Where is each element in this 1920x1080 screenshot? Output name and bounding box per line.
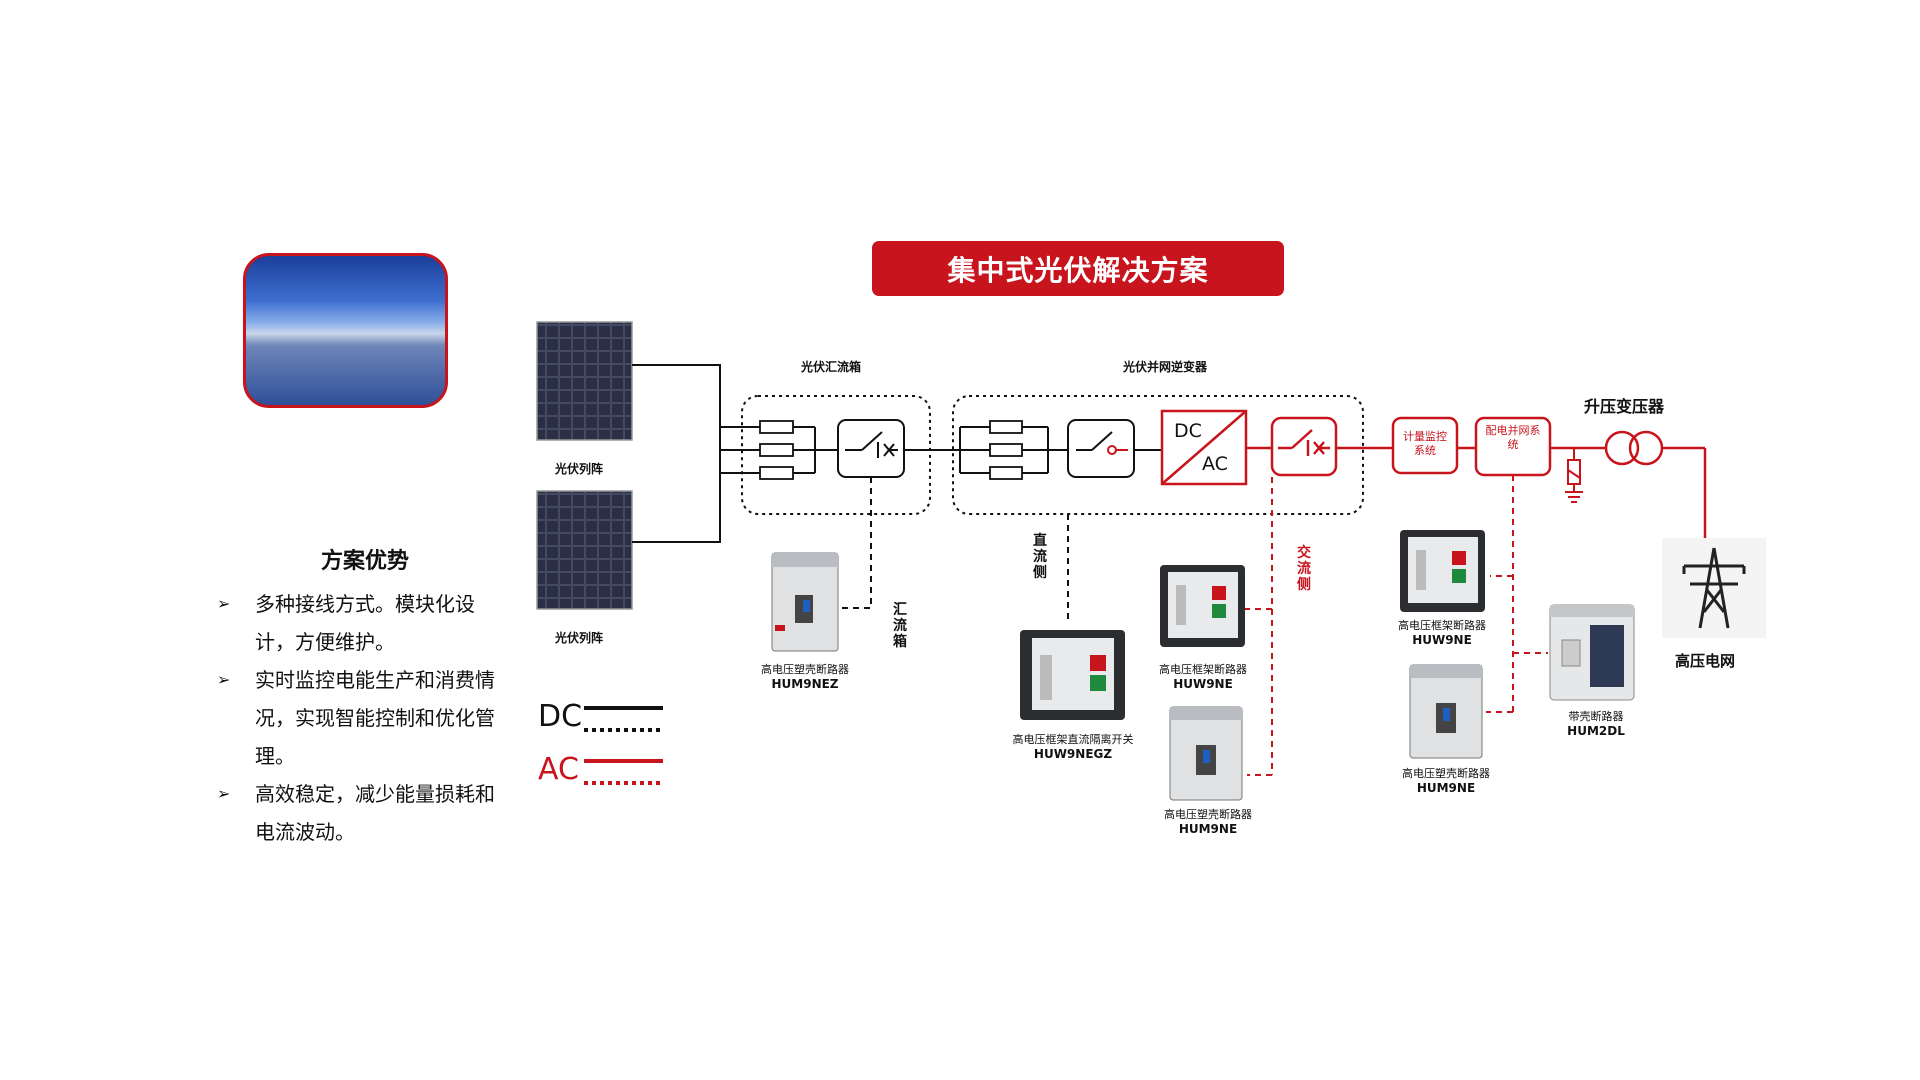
combiner-box-label: 光伏汇流箱: [801, 360, 862, 374]
distribution-label: 配电并网系统: [1485, 424, 1541, 451]
product-name: 高电压塑壳断路器: [1402, 767, 1490, 780]
product-caption: 高电压塑壳断路器 HUM9NEZ: [735, 663, 875, 691]
dc-ac-converter-icon: [1160, 409, 1248, 486]
transformer-label: 升压变压器: [1584, 397, 1665, 416]
arrow-bullet-icon: ➢: [217, 784, 231, 803]
advantage-text: 高效稳定，减少能量损耗和电流波动。: [255, 782, 495, 844]
grid-label: 高压电网: [1675, 652, 1736, 670]
transformer-icon: [1604, 430, 1664, 466]
product-name: 带壳断路器: [1568, 710, 1624, 723]
metering-label: 计量监控系统: [1403, 430, 1447, 457]
inverter-fuses: [989, 420, 1023, 480]
legend-ac-label: AC: [538, 752, 579, 787]
pv-array-label-top: 光伏列阵: [555, 462, 604, 476]
advantage-item: ➢ 高效稳定，减少能量损耗和电流波动。: [215, 775, 505, 851]
breaker-hum9nez-image: [771, 552, 839, 652]
legend-lines: [584, 706, 663, 785]
product-caption: 高电压框架断路器 HUW9NE: [1133, 663, 1273, 691]
advantages-heading: 方案优势: [320, 549, 409, 574]
breaker-hum9ne-a-image: [1169, 706, 1243, 801]
converter-dc-label: DC: [1174, 420, 1202, 442]
product-model: HUM2DL: [1567, 724, 1625, 738]
product-caption: 高电压塑壳断路器 HUM9NE: [1138, 808, 1278, 836]
advantage-text: 多种接线方式。模块化设计，方便维护。: [255, 592, 475, 654]
product-model: HUW9NE: [1412, 633, 1472, 647]
metering-box: [1391, 416, 1459, 475]
combiner-vertical-label: 汇流箱: [893, 602, 907, 650]
product-caption: 高电压框架断路器 HUW9NE: [1372, 619, 1512, 647]
inverter-label: 光伏并网逆变器: [1123, 360, 1208, 374]
product-model: HUM9NE: [1178, 822, 1238, 836]
ac-side-label: 交流侧: [1297, 545, 1311, 593]
ac-wiring: [1336, 446, 1707, 540]
pv-array-label-bottom: 光伏列阵: [555, 631, 604, 645]
arrow-bullet-icon: ➢: [217, 594, 231, 613]
dc-dashed-connectors: [842, 477, 1069, 620]
ac-switch-icon: [1270, 416, 1338, 477]
inverter-outline: [952, 395, 1364, 515]
pv-panel-bottom: [536, 490, 633, 610]
breaker-huw9ne-a-image: [1160, 565, 1245, 647]
converter-ac-label: AC: [1202, 453, 1228, 475]
product-caption: 高电压框架直流隔离开关 HUW9NEGZ: [988, 733, 1158, 761]
ac-dashed-connectors: [1240, 475, 1548, 776]
product-model: HUM9NEZ: [771, 677, 839, 691]
rooftop-solar-photo: [243, 253, 448, 408]
dc-wiring: [632, 364, 1162, 543]
arrester-ground-icon: [1565, 448, 1583, 503]
combiner-switch-icon: [837, 419, 905, 478]
arrow-bullet-icon: ➢: [217, 670, 231, 689]
combiner-fuses: [759, 420, 794, 480]
product-caption: 高电压塑壳断路器 HUM9NE: [1376, 767, 1516, 795]
product-model: HUW9NEGZ: [1033, 747, 1113, 761]
advantage-text: 实时监控电能生产和消费情况，实现智能控制和优化管理。: [255, 668, 495, 768]
breaker-huw9ne-b-image: [1400, 530, 1485, 612]
product-name: 高电压框架断路器: [1159, 663, 1247, 676]
breaker-hum9ne-b-image: [1409, 664, 1483, 759]
dc-isolator-icon: [1067, 419, 1135, 478]
product-name: 高电压塑壳断路器: [1164, 808, 1252, 821]
product-name: 高电压塑壳断路器: [761, 663, 849, 676]
advantage-item: ➢ 实时监控电能生产和消费情况，实现智能控制和优化管理。: [215, 661, 505, 775]
product-name: 高电压框架直流隔离开关: [1012, 733, 1134, 746]
pv-panel-top: [536, 321, 633, 441]
breaker-huw9negz-image: [1020, 630, 1125, 720]
combiner-box-outline: [741, 395, 931, 515]
product-caption: 带壳断路器 HUM2DL: [1546, 710, 1646, 738]
product-name: 高电压框架断路器: [1398, 619, 1486, 632]
page-title: 集中式光伏解决方案: [872, 241, 1284, 296]
legend-dc-label: DC: [538, 699, 583, 734]
product-model: HUW9NE: [1173, 677, 1233, 691]
advantage-item: ➢ 多种接线方式。模块化设计，方便维护。: [215, 585, 505, 661]
advantages-panel: 方案优势 ➢ 多种接线方式。模块化设计，方便维护。 ➢ 实时监控电能生产和消费情…: [215, 543, 505, 851]
transmission-tower-icon: [1662, 538, 1766, 638]
product-model: HUM9NE: [1416, 781, 1476, 795]
dc-side-label: 直流侧: [1033, 533, 1047, 581]
breaker-hum2dl-image: [1549, 604, 1635, 701]
